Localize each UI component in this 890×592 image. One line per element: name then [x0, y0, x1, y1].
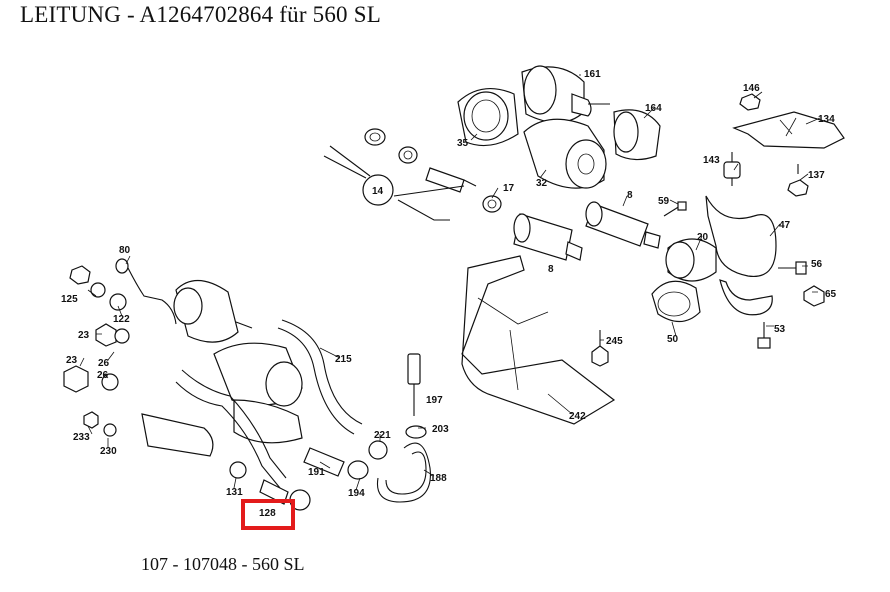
part-143-sensor[interactable] [723, 152, 741, 186]
callout-32[interactable]: 32 [536, 178, 548, 189]
part-80-line[interactable] [115, 258, 177, 325]
callout-146[interactable]: 146 [743, 83, 760, 94]
callout-26-upper[interactable]: 26 [98, 358, 110, 369]
callout-23-upper[interactable]: 23 [78, 330, 90, 341]
part-221-clamp[interactable] [368, 440, 388, 460]
part-53-bolt[interactable] [757, 322, 771, 349]
part-233-nut[interactable] [83, 411, 99, 429]
callout-17[interactable]: 17 [503, 183, 515, 194]
part-accumulator[interactable] [173, 279, 253, 343]
part-32-filter[interactable] [523, 118, 607, 189]
part-47-clamp[interactable] [705, 195, 777, 316]
leader-14 [323, 145, 465, 221]
callout-8-upper[interactable]: 8 [627, 190, 633, 201]
part-59-bolt[interactable] [663, 201, 687, 217]
callout-164[interactable]: 164 [645, 103, 662, 114]
part-188-hose[interactable] [376, 442, 431, 503]
callout-203[interactable]: 203 [432, 424, 449, 435]
callout-20[interactable]: 20 [697, 232, 709, 243]
part-8-pump-lower[interactable] [513, 213, 583, 261]
callout-14[interactable]: 14 [372, 186, 384, 197]
callout-191[interactable]: 191 [308, 467, 325, 478]
part-35-sleeve[interactable] [457, 87, 519, 147]
callout-245[interactable]: 245 [606, 336, 623, 347]
callout-188[interactable]: 188 [430, 473, 447, 484]
leader-lines [79, 74, 821, 491]
callout-65[interactable]: 65 [825, 289, 837, 300]
part-rings-left[interactable] [364, 128, 502, 213]
part-161-filter-housing[interactable] [521, 65, 610, 124]
callout-23-lower[interactable]: 23 [66, 355, 78, 366]
callout-128[interactable]: 128 [259, 508, 276, 519]
callout-50[interactable]: 50 [667, 334, 679, 345]
part-125-nut[interactable] [69, 265, 91, 285]
part-203-clamp[interactable] [405, 425, 427, 439]
part-122-washer[interactable] [90, 282, 127, 311]
part-131-clamp[interactable] [229, 461, 247, 479]
part-134-bracket[interactable] [732, 111, 845, 149]
callout-125[interactable]: 125 [61, 294, 78, 305]
model-caption: 107 - 107048 - 560 SL [141, 554, 305, 574]
part-194-clamp[interactable] [347, 460, 369, 480]
part-137-bolt[interactable] [787, 164, 809, 197]
part-pump-lower-left[interactable] [141, 399, 303, 457]
part-191-tube[interactable] [303, 447, 345, 477]
callout-230[interactable]: 230 [100, 446, 117, 457]
callout-circle-14[interactable] [362, 174, 394, 206]
part-23-nut-upper[interactable] [95, 323, 117, 347]
part-230-washer[interactable] [103, 423, 117, 437]
part-23-nut-lower[interactable] [63, 365, 89, 393]
part-56-bolt[interactable] [778, 261, 807, 275]
part-245-bolt[interactable] [591, 330, 609, 367]
callout-122[interactable]: 122 [113, 314, 130, 325]
part-20-hose[interactable] [665, 238, 717, 282]
page-title: LEITUNG - A1264702864 für 560 SL [20, 2, 381, 27]
callout-80[interactable]: 80 [119, 245, 131, 256]
callout-131[interactable]: 131 [226, 487, 243, 498]
callout-26-lower[interactable]: 26 [97, 370, 109, 381]
callout-56[interactable]: 56 [811, 259, 823, 270]
part-146-nut[interactable] [739, 93, 761, 111]
callout-215[interactable]: 215 [335, 354, 352, 365]
callout-134[interactable]: 134 [818, 114, 835, 125]
part-50-clamp-ring[interactable] [651, 280, 701, 323]
part-26-washer-upper[interactable] [114, 328, 130, 344]
callout-143[interactable]: 143 [703, 155, 720, 166]
part-197-valve[interactable] [407, 353, 421, 416]
part-164-ring[interactable] [613, 109, 661, 161]
part-filter-lower[interactable] [213, 342, 303, 407]
callout-161[interactable]: 161 [584, 69, 601, 80]
callout-197[interactable]: 197 [426, 395, 443, 406]
callout-137[interactable]: 137 [808, 170, 825, 181]
callout-53[interactable]: 53 [774, 324, 786, 335]
part-215-hose[interactable] [277, 319, 363, 435]
callout-194[interactable]: 194 [348, 488, 365, 499]
callout-242[interactable]: 242 [569, 411, 586, 422]
part-26-washer-lower[interactable] [101, 373, 119, 391]
callout-221[interactable]: 221 [374, 430, 391, 441]
callout-233[interactable]: 233 [73, 432, 90, 443]
callout-59[interactable]: 59 [658, 196, 670, 207]
highlight-box-128 [241, 499, 295, 530]
part-8-pump-upper[interactable] [585, 201, 661, 249]
callout-8-lower[interactable]: 8 [548, 264, 554, 275]
callout-35[interactable]: 35 [457, 138, 469, 149]
part-242-cover[interactable] [461, 255, 616, 425]
part-screw-fitting[interactable] [425, 167, 477, 193]
callout-47[interactable]: 47 [779, 220, 791, 231]
part-65-nut[interactable] [803, 285, 825, 307]
